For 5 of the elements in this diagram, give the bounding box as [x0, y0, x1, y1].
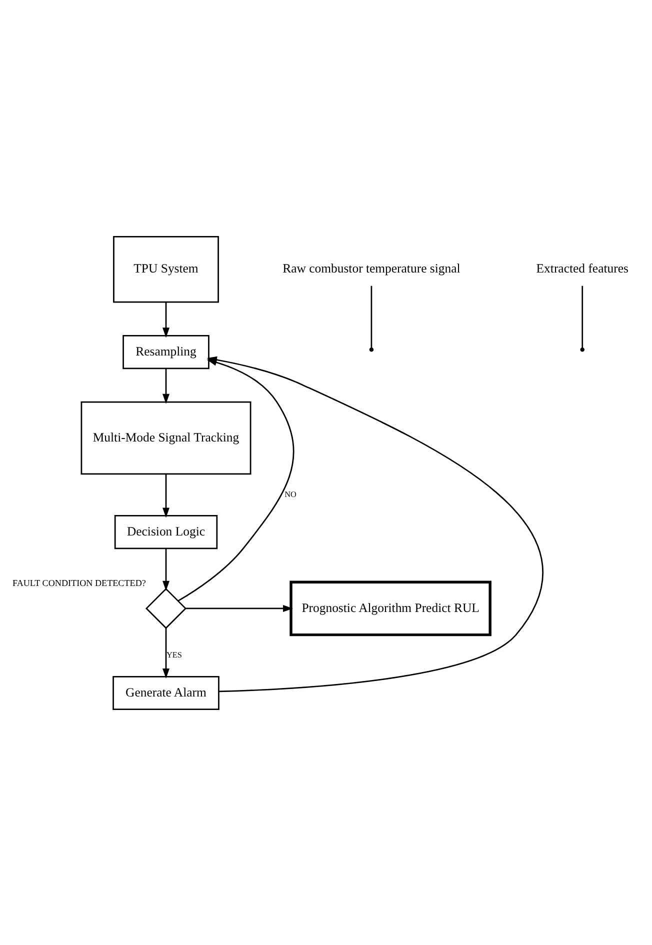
node-text: Extracted features	[536, 261, 628, 276]
edge-label: NO	[284, 489, 296, 498]
node-text: Raw combustor temperature signal	[282, 261, 460, 276]
edge-label: YES	[166, 650, 182, 660]
node-label: FAULT CONDITION DETECTED?	[12, 578, 146, 588]
